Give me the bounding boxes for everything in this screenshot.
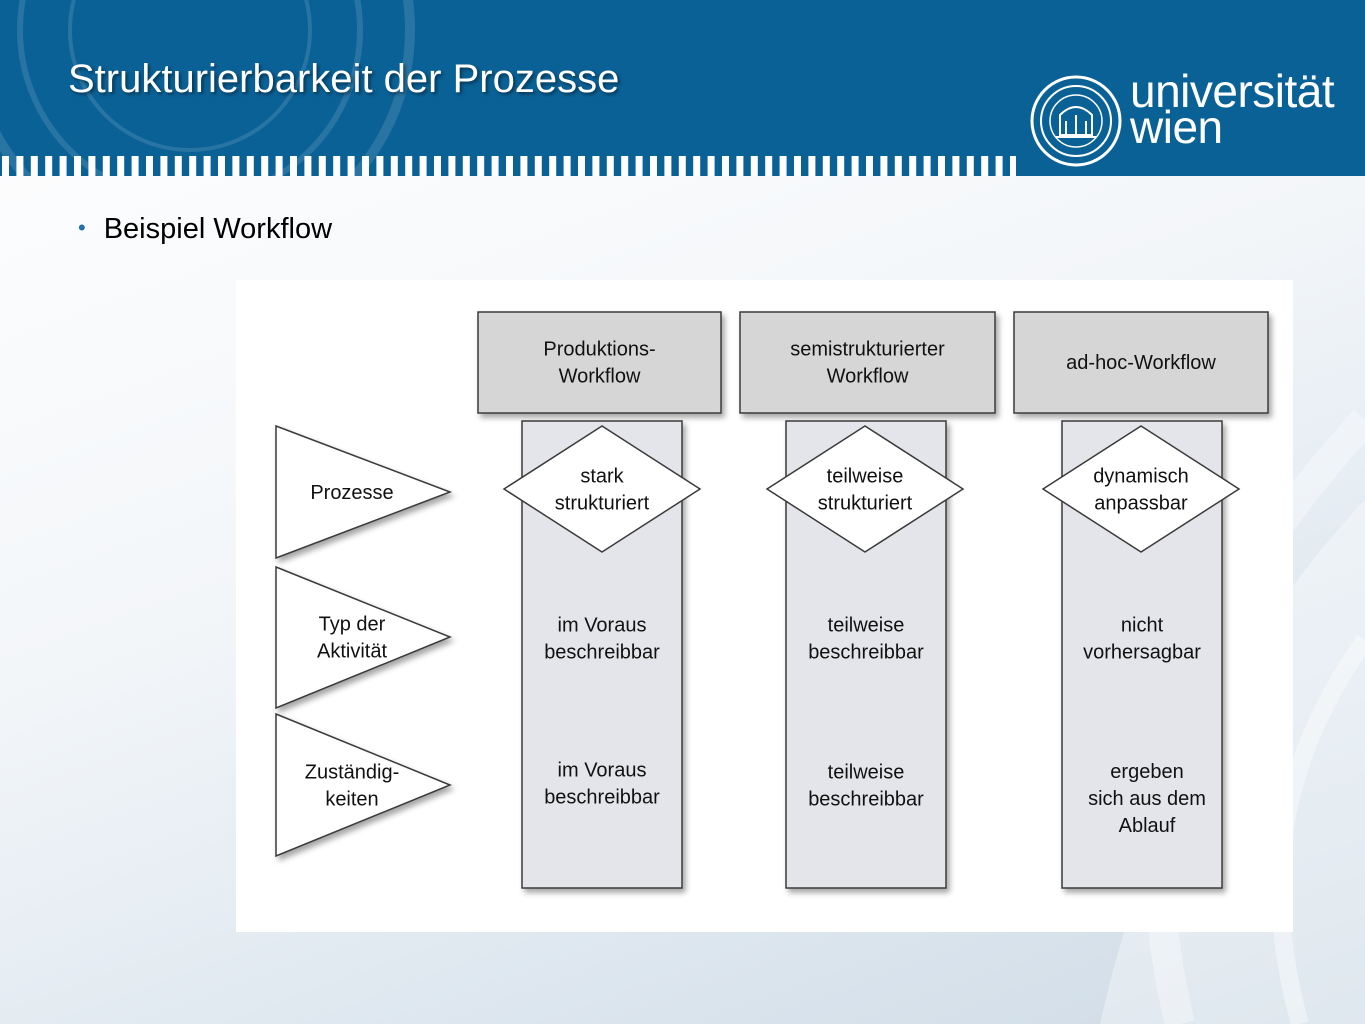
row-triangle <box>275 565 452 710</box>
bullet-item: • Beispiel Workflow <box>78 213 332 246</box>
row-triangle <box>275 712 452 858</box>
responsibility-cell-label-line: teilweise <box>828 762 905 784</box>
diamond-shape <box>765 425 965 553</box>
column-header-label-line: Produktions- <box>543 339 655 361</box>
bullet-text: Beispiel Workflow <box>103 213 333 245</box>
responsibility-cell-label-line: im Voraus <box>558 760 647 782</box>
row-label: Prozesse <box>310 482 393 504</box>
workflow-diagram-canvas: Produktions- Workflow stark strukturiert im … <box>275 311 1269 889</box>
column-header-box <box>739 311 996 414</box>
seal-watermark-icon <box>0 0 415 180</box>
diamond-label-line: strukturiert <box>555 493 650 515</box>
workflow-diagram: Produktions- Workflow stark strukturiert im … <box>236 280 1293 932</box>
diamond-label-line: dynamisch <box>1093 466 1189 488</box>
row-label-line: Zuständig- <box>305 762 400 784</box>
logo-line-1: universität <box>1130 65 1335 117</box>
diamond-label: dynamisch anpassbar <box>1093 466 1189 515</box>
diamond-label: teilweise strukturiert <box>818 466 913 515</box>
activity-cell-label-line: beschreibbar <box>544 642 660 664</box>
bullet-dot-icon: • <box>78 215 86 240</box>
diamond-label-line: anpassbar <box>1094 493 1188 515</box>
diamond-label: stark strukturiert <box>555 466 650 515</box>
column-header-label-line: Workflow <box>559 366 641 388</box>
activity-cell-label: nicht vorhersagbar <box>1083 615 1201 664</box>
diamond-label-line: strukturiert <box>818 493 913 515</box>
column-header-label-line: ad-hoc-Workflow <box>1066 352 1216 374</box>
responsibility-cell-label-line: beschreibbar <box>544 787 660 809</box>
activity-cell-label: im Voraus beschreibbar <box>544 615 660 664</box>
logo-wordmark: universität wien <box>1130 65 1335 153</box>
activity-cell-label-line: beschreibbar <box>808 642 924 664</box>
slide-header: Strukturierbarkeit der Prozesse universi… <box>0 0 1365 180</box>
responsibility-cell-label: im Voraus beschreibbar <box>544 760 660 809</box>
activity-cell-label: teilweise beschreibbar <box>808 615 924 664</box>
slide-title: Strukturierbarkeit der Prozesse <box>68 57 620 101</box>
row-label-line: Typ der <box>319 614 386 636</box>
diamond-shape <box>502 425 702 553</box>
diamond-label-line: teilweise <box>827 466 904 488</box>
column-header-label-line: semistrukturierter <box>790 339 945 361</box>
row-label-line: keiten <box>325 789 378 811</box>
diamond-shape <box>1041 425 1241 553</box>
responsibility-cell-label-line: ergeben <box>1110 761 1183 783</box>
column-header-label-line: Workflow <box>827 366 909 388</box>
header-stripe-pattern <box>2 156 1016 176</box>
row-label-line: Aktivität <box>317 641 387 663</box>
column-header-label: Produktions- Workflow <box>543 339 655 388</box>
column-header-box <box>477 311 722 414</box>
logo-line-2: wien <box>1130 101 1223 153</box>
activity-cell-label-line: vorhersagbar <box>1083 642 1201 664</box>
responsibility-cell-label-line: beschreibbar <box>808 789 924 811</box>
university-logo: universität wien <box>1030 65 1360 167</box>
row-label: Zuständig-keiten <box>305 762 400 811</box>
responsibility-cell-label: teilweise beschreibbar <box>808 762 924 811</box>
responsibility-cell-label-line: sich aus dem <box>1088 788 1206 810</box>
university-seal-icon <box>1030 75 1122 167</box>
activity-cell-label-line: nicht <box>1121 615 1164 637</box>
responsibility-cell-label-line: Ablauf <box>1119 815 1176 837</box>
column-header-box <box>1013 311 1269 414</box>
diamond-label-line: stark <box>580 466 624 488</box>
column-header-label: ad-hoc-Workflow <box>1066 352 1216 374</box>
row-triangle <box>275 424 453 560</box>
activity-cell-label-line: teilweise <box>828 615 905 637</box>
activity-cell-label-line: im Voraus <box>558 615 647 637</box>
row-label-line: Prozesse <box>310 482 393 504</box>
